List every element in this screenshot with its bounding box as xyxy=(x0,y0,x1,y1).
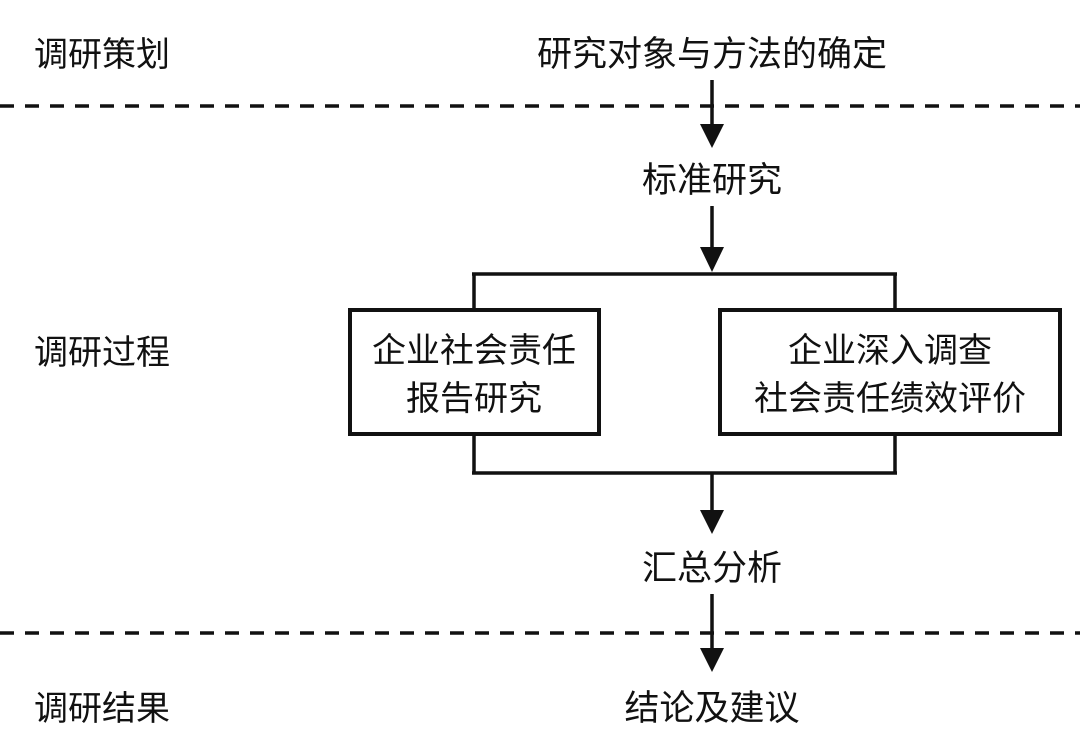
split-bracket xyxy=(472,272,897,310)
left-box: 企业社会责任 报告研究 xyxy=(348,308,601,436)
right-box-line-2: 社会责任绩效评价 xyxy=(754,379,1026,419)
arrow-merge-to-summary xyxy=(700,473,724,534)
right-box: 企业深入调查 社会责任绩效评价 xyxy=(718,308,1062,436)
arrow-standard-to-split xyxy=(700,206,724,272)
stage-label-process: 调研过程 xyxy=(34,333,170,373)
arrow-summary-to-result xyxy=(700,594,724,672)
node-start: 研究对象与方法的确定 xyxy=(537,35,887,75)
arrow-start-to-standard xyxy=(700,80,724,148)
left-box-line-1: 企业社会责任 xyxy=(372,331,576,371)
merge-bracket xyxy=(472,434,897,475)
stage-label-result: 调研结果 xyxy=(34,689,170,729)
left-box-line-2: 报告研究 xyxy=(406,379,542,419)
node-conclusion: 结论及建议 xyxy=(624,689,799,729)
node-standard-research: 标准研究 xyxy=(642,161,782,201)
stage-label-planning: 调研策划 xyxy=(34,35,170,75)
right-box-line-1: 企业深入调查 xyxy=(788,331,992,371)
node-summary-analysis: 汇总分析 xyxy=(642,549,782,589)
